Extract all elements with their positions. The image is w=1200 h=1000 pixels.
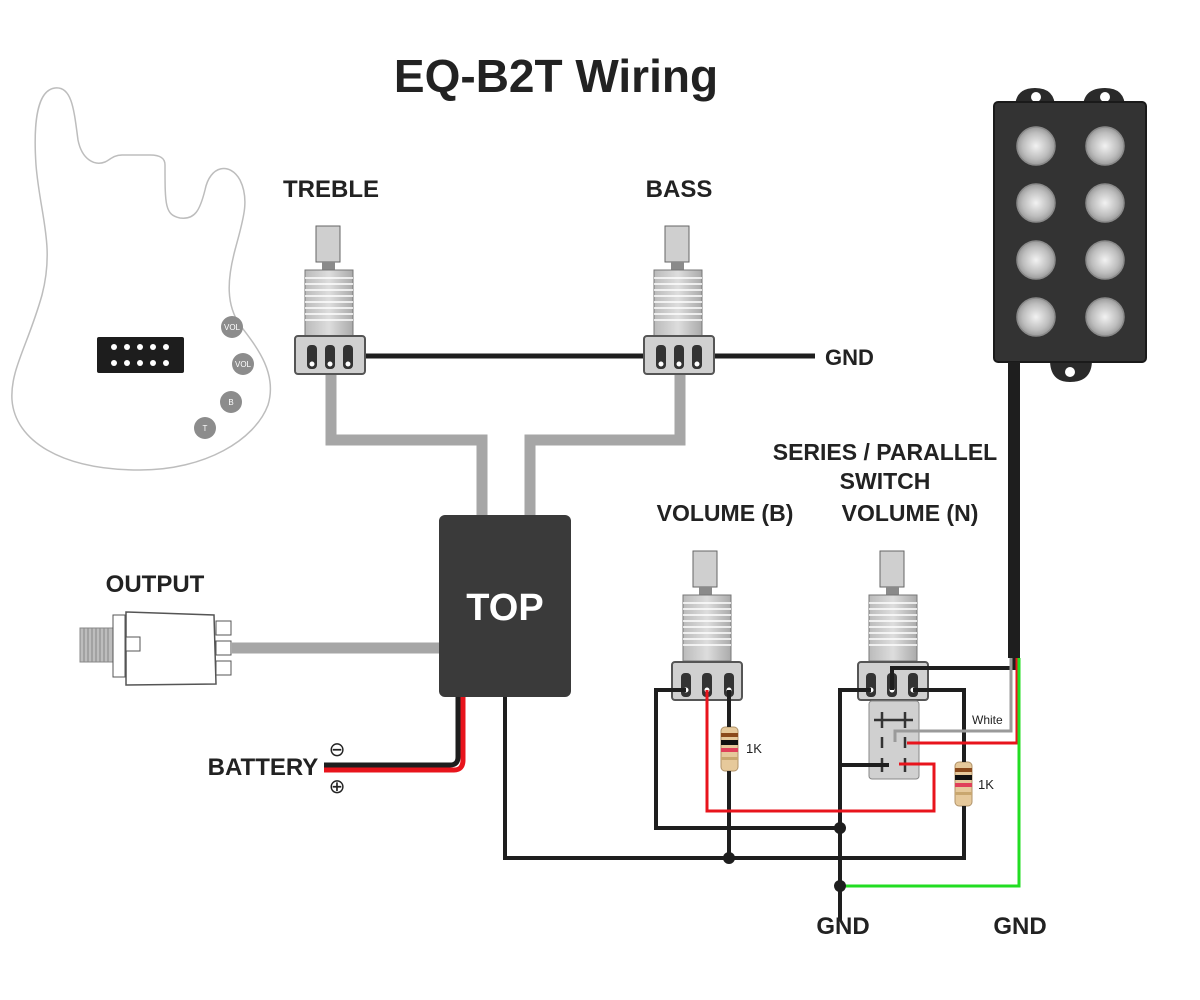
preamp-top-module: TOP <box>439 515 571 697</box>
treble-label: TREBLE <box>283 176 379 203</box>
resistor-1k-volume-n <box>954 761 973 807</box>
green-ground-wire <box>840 658 1021 888</box>
diagram-title: EQ-B2T Wiring <box>394 50 718 102</box>
red-wires <box>705 658 1019 813</box>
treble-pot <box>294 225 366 375</box>
pickup-cable <box>1008 362 1020 658</box>
gnd-label-bottom-left: GND <box>816 913 869 940</box>
resistor-1-label: 1K <box>746 741 762 756</box>
svg-text:B: B <box>228 398 233 407</box>
battery-label: BATTERY <box>208 754 319 781</box>
guitar-knob-vol-1: VOL <box>221 316 243 338</box>
volume-n-label: VOLUME (N) <box>842 500 979 526</box>
output-label: OUTPUT <box>106 571 205 598</box>
guitar-knob-vol-2: VOL <box>232 353 254 375</box>
guitar-pickup-poles <box>111 344 169 366</box>
svg-text:VOL: VOL <box>235 360 252 369</box>
bass-humbucker-pickup <box>993 88 1147 382</box>
svg-text:VOL: VOL <box>224 323 241 332</box>
resistor-1k-volume-b <box>720 726 739 772</box>
preamp-label: TOP <box>466 587 543 629</box>
resistor-2-label: 1K <box>978 777 994 792</box>
volume-b-label: VOLUME (B) <box>657 500 794 526</box>
bass-guitar-body: VOL VOL B T <box>11 87 272 471</box>
bass-pot <box>643 225 715 375</box>
guitar-knob-bass: B <box>220 391 242 413</box>
battery-positive-icon: ⊕ <box>329 776 346 798</box>
svg-text:T: T <box>203 424 208 433</box>
gnd-label-top: GND <box>825 345 874 370</box>
series-parallel-label-line1: SERIES / PARALLEL <box>773 439 998 465</box>
output-jack <box>79 611 232 686</box>
volume-b-pot <box>671 550 743 701</box>
white-wire-label: White <box>972 713 1003 727</box>
black-wires <box>503 658 1016 920</box>
gnd-label-bottom-right: GND <box>993 913 1046 940</box>
battery-negative-icon: ⊖ <box>329 739 346 761</box>
eq-cables <box>232 372 686 654</box>
bass-label: BASS <box>646 176 713 203</box>
guitar-knob-treble: T <box>194 417 216 439</box>
series-parallel-label-line2: SWITCH <box>840 468 931 494</box>
guitar-pickup <box>97 337 184 373</box>
white-wire <box>893 658 1013 742</box>
junction-dots <box>723 822 846 892</box>
battery-red-wire <box>324 697 466 773</box>
battery-black-wire <box>324 697 461 768</box>
